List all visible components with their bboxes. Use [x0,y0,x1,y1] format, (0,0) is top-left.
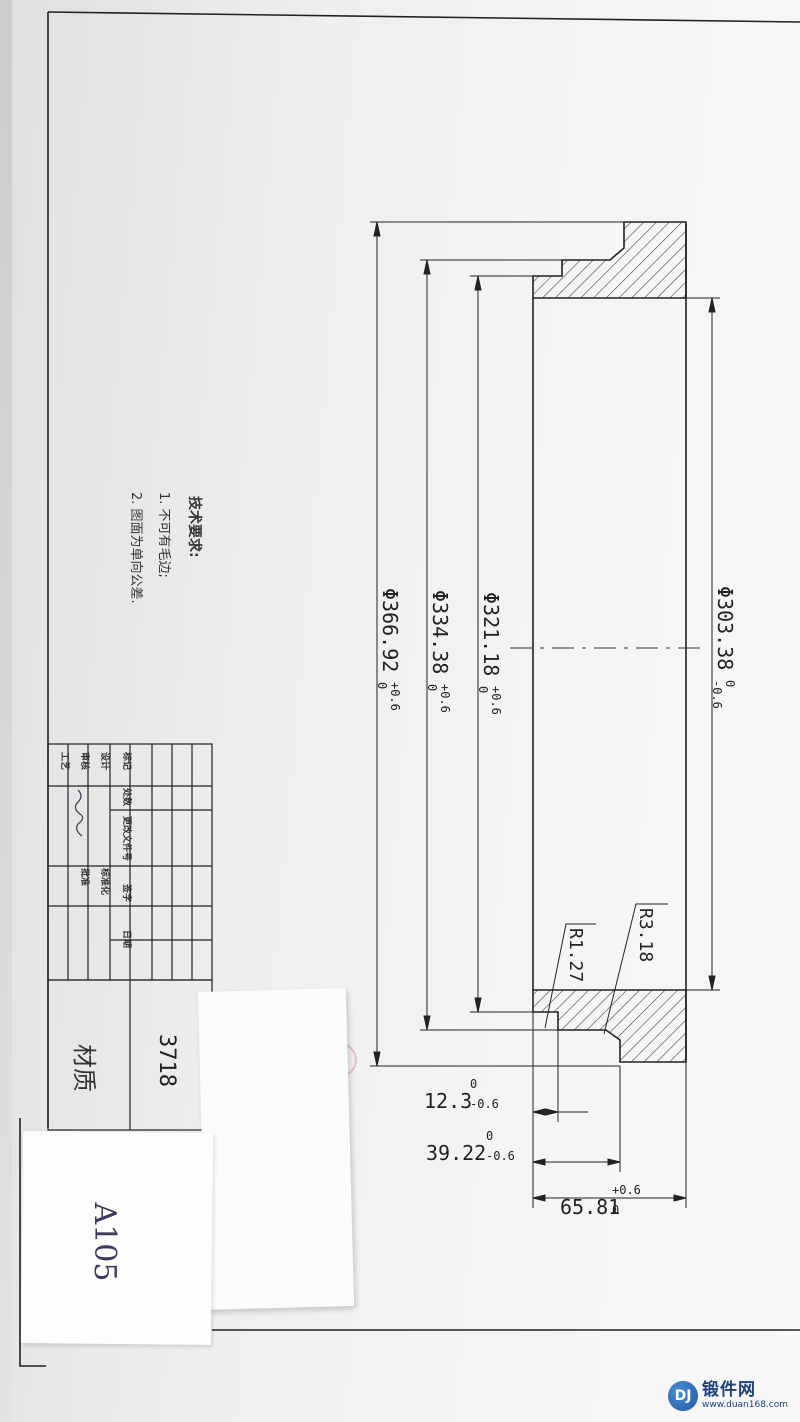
tb-header: 日期 [121,930,133,948]
dim-l39-text: 39.22 [426,1141,486,1165]
dim-label-d321: Φ321.18 +0.6 0 [476,592,503,715]
dim-d334-text: Φ334.38 [428,590,452,674]
dim-r127-text: R1.27 [565,928,586,982]
dim-d303-text: Φ303.38 [713,586,737,670]
dim-l39-tol-upper: 0 [486,1129,493,1143]
dim-l65-tol-upper: +0.6 [612,1183,641,1197]
dim-l65-text: 65.81 [560,1195,620,1219]
tech-requirement-item: 2. 图面为单向公差. [128,492,144,604]
dim-d321-tol-upper: +0.6 [489,686,503,715]
diameter-dimension-lines [370,221,720,1067]
logo-url: www.duan168.com [702,1400,789,1410]
dim-l12-text: 12.3 [424,1089,472,1113]
title-block-grid [47,743,213,1131]
radius-leaders [544,903,668,1035]
tech-requirement-item: 1. 不可有毛边; [156,492,171,578]
logo-name: 锻件网 [702,1380,756,1400]
material-label-text: 材质 [70,1044,98,1092]
dim-d334-tol-lower: 0 [425,684,439,691]
ring-outline [532,224,687,1060]
tb-header: 处数 [121,787,133,807]
dim-d366-text: Φ366.92 [378,588,402,672]
dim-l65-tol-lower: 0 [612,1203,619,1217]
dim-d321-text: Φ321.18 [479,592,503,676]
tb-role: 批准 [79,868,91,886]
tech-requirements-title: 技术要求: [186,496,203,558]
section-bottom [532,989,687,1063]
dim-d303-tol-upper: 0 [723,680,737,687]
dim-d366-tol-upper: +0.6 [388,682,402,711]
tb-role: 标准化 [99,867,111,895]
dim-l39-tol-lower: -0.6 [486,1149,515,1163]
tech-requirements: 技术要求: 1. 不可有毛边; 2. 图面为单向公差. [128,492,203,604]
dim-l12-tol-lower: -0.6 [470,1097,499,1111]
material-value: A105 [87,1202,123,1282]
dim-d334-tol-upper: +0.6 [438,684,452,713]
dim-label-d366: Φ366.92 +0.6 0 [375,588,402,711]
dim-label-l12: 12.3 0 -0.6 [424,1077,499,1113]
dim-label-l39: 39.22 0 -0.6 [426,1129,515,1165]
dim-label-d334: Φ334.38 +0.6 0 [425,590,452,713]
length-dimension-lines [532,1012,687,1208]
paper-note [197,988,355,1310]
tb-role: 工艺 [59,752,71,770]
title-block-headers: 标记 处数 更改文件号 签字 日期 设计 审核 工艺 标准化 批准 [59,751,133,948]
tb-header: 更改文件号 [121,816,133,861]
signature [74,789,84,837]
dim-label-r318: R3.18 [635,908,656,962]
logo: DJ 锻件网 www.duan168.com [668,1378,796,1414]
dim-d321-tol-lower: 0 [476,686,490,693]
dim-d366-tol-lower: 0 [375,682,389,689]
dim-label-l65: 65.81 +0.6 0 [560,1183,641,1219]
tb-header: 签字 [121,883,133,902]
dim-label-d303: Φ303.38 0 -0.6 [710,586,737,709]
dim-l12-tol-upper: 0 [470,1077,477,1091]
tb-role: 审核 [79,752,91,770]
material-label: 材质 [70,1044,98,1092]
drawing-number-text: 3718 [154,1034,179,1087]
tb-role: 设计 [99,752,111,770]
logo-mark-icon: DJ [668,1381,698,1411]
dim-r318-text: R3.18 [635,908,656,962]
dim-label-r127: R1.27 [565,928,586,982]
section-top [532,221,687,299]
drawing-number: 3718 [154,1034,179,1087]
tb-header: 标记 [121,751,133,770]
dim-d303-tol-lower: -0.6 [710,680,724,709]
